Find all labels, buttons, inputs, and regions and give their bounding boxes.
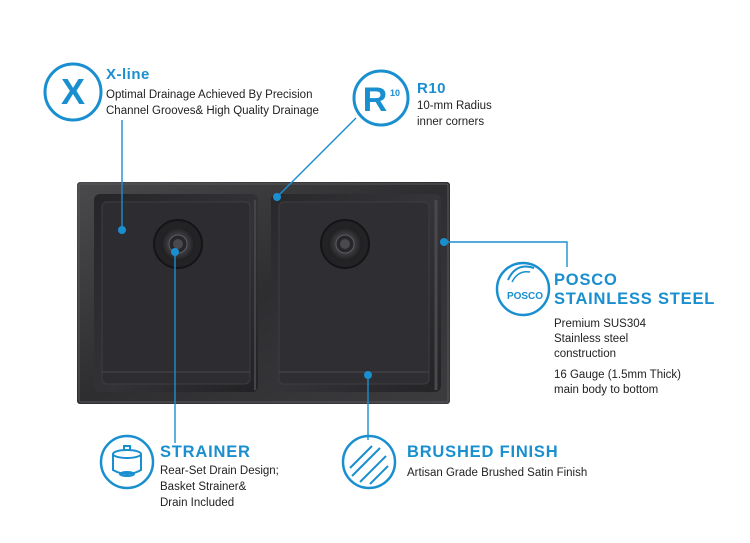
brushed-finish-icon [341, 434, 397, 490]
right-drain [320, 219, 370, 269]
r10-desc-2: inner corners [417, 116, 485, 128]
r10-desc-1: 10-mm Radius [417, 100, 492, 112]
strainer-desc-2: Basket Strainer& [160, 481, 247, 493]
r10-icon: R 10 [352, 69, 410, 127]
svg-text:10: 10 [390, 88, 400, 98]
posco-icon: POSCO [495, 261, 551, 317]
posco-desc-4: 16 Gauge (1.5mm Thick) [554, 369, 681, 381]
leader-r10 [276, 117, 357, 198]
strainer-icon [99, 434, 155, 490]
posco-title-2: STAINLESS STEEL [554, 290, 716, 308]
svg-text:POSCO: POSCO [507, 291, 543, 302]
left-bowl [94, 194, 258, 392]
left-drain [153, 219, 203, 269]
brushed-finish-desc: Artisan Grade Brushed Satin Finish [407, 467, 588, 479]
leader-lines [121, 117, 568, 443]
svg-text:X: X [61, 71, 85, 112]
posco-desc-5: main body to bottom [554, 384, 659, 396]
leader-dots [118, 193, 448, 379]
brushed-finish-title: BRUSHED FINISH [407, 443, 559, 461]
right-bowl [271, 194, 441, 392]
svg-text:R: R [363, 81, 388, 119]
strainer-title: STRAINER [160, 443, 251, 461]
x-line-title: X-line [106, 66, 150, 83]
strainer-desc-1: Rear-Set Drain Design; [160, 465, 279, 477]
leader-posco [444, 241, 568, 267]
r10-title: R10 [417, 80, 447, 97]
x-line-icon: X [43, 62, 103, 122]
strainer-desc-3: Drain Included [160, 497, 235, 509]
posco-title-1: POSCO [554, 271, 618, 289]
posco-desc-2: Stainless steel [554, 333, 629, 345]
x-line-desc-2: Channel Grooves& High Quality Drainage [106, 105, 319, 117]
posco-desc-3: construction [554, 348, 617, 360]
x-line-desc-1: Optimal Drainage Achieved By Precision [106, 89, 313, 101]
posco-desc-1: Premium SUS304 [554, 318, 647, 330]
